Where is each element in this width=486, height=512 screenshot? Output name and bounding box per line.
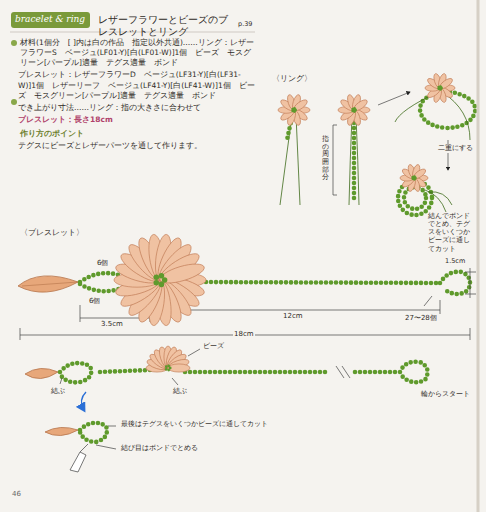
leather-flower [400,164,428,192]
label: 結ぶ [172,387,188,396]
label: 結んでボンドでとめ、テグスをいくつかビーズに通してカット [428,212,474,253]
label: 3.5cm [100,320,124,329]
label: でき上がり寸法……リング：指の大きさに合わせて [18,103,256,113]
label: 作り方のポイント [18,129,256,139]
bullet [11,99,17,105]
label: 〈ブレスレット〉 [20,228,84,238]
label: bracelet & ring [15,14,85,25]
label: 輪からスタート [420,390,471,398]
label: 結ぶ [50,387,66,396]
leather-flower [146,346,190,372]
label: 二重にする [437,144,474,153]
label: 18cm [233,330,255,339]
label: ビーズ [202,342,225,351]
label: p.39 [238,20,252,28]
leather-flower [278,94,310,126]
materials-block: 材料(1個分 [ ]内は白の作品 指定以外共通)……リング：レザーフラワーS ベ… [18,38,256,153]
label: 結び目はボンドでとめる [120,444,199,453]
label: テグスにビーズとレザーパーツを通して作ります。 [18,141,256,151]
label: 最後はテグスをいくつかビーズに通してカット [120,420,269,429]
leather-flower [425,73,455,103]
label: ブレスレット：長さ18cm [18,115,256,125]
leather-flower [114,233,206,326]
label: 材料(1個分 [ ]内は白の作品 指定以外共通)……リング：レザーフラワーS ベ… [18,38,256,68]
leather-flower [338,94,370,126]
label: 6個 [96,259,109,268]
label: 46 [12,490,21,499]
label: 27〜28個 [404,314,438,323]
label: 1.5cm [444,257,466,265]
ring-steps [280,90,475,215]
bracelet [18,268,476,340]
assembly-steps [25,349,428,472]
label: ブレスレット：レザーフラワーD ベージュ(LF31-Y)[白(LF31-W)]1… [18,70,256,100]
title-plate [11,12,90,28]
label: 〈リング〉 [272,74,312,84]
label: 6個 [88,297,101,306]
label: 12cm [282,312,304,321]
page-title: レザーフラワーとビーズのブレスレットとリング [98,14,233,38]
label: 指の周囲部分 [322,136,329,182]
bullet [11,40,17,46]
